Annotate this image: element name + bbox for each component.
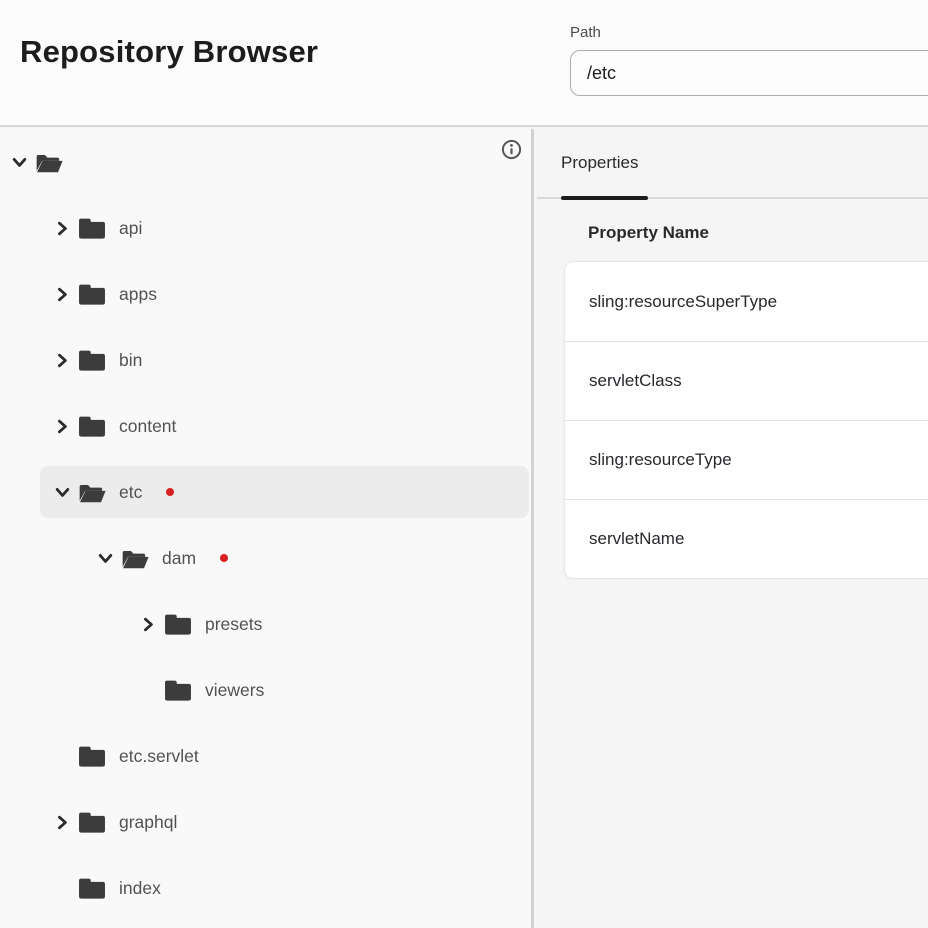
chevron-down-icon[interactable] — [98, 551, 120, 566]
tree-node-root[interactable] — [0, 129, 531, 195]
path-label: Path — [570, 24, 601, 41]
folder-icon — [77, 282, 107, 307]
tree-node-dam[interactable]: dam — [0, 525, 531, 591]
tree-node-label: etc — [119, 481, 143, 502]
folder-icon — [77, 810, 107, 835]
tree-node-index[interactable]: index — [0, 855, 531, 921]
folder-icon — [77, 876, 107, 901]
tree-node-api[interactable]: api — [0, 195, 531, 261]
chevron-right-icon[interactable] — [55, 221, 77, 236]
modified-dot — [220, 554, 229, 562]
folder-open-icon — [120, 546, 150, 571]
app-header: Repository Browser Path — [0, 0, 928, 127]
chevron-right-icon[interactable] — [55, 287, 77, 302]
tree-node-presets[interactable]: presets — [0, 591, 531, 657]
tree-node-viewers[interactable]: viewers — [0, 657, 531, 723]
folder-icon — [163, 612, 193, 637]
property-name-column-header: Property Name — [588, 223, 709, 242]
tree-node-label: viewers — [205, 679, 265, 700]
path-field-group: Path — [570, 24, 928, 96]
tree-node-label: api — [119, 217, 143, 238]
info-button[interactable] — [499, 137, 523, 161]
chevron-right-icon[interactable] — [55, 353, 77, 368]
folder-icon — [77, 414, 107, 439]
tree-node-etc[interactable]: etc — [0, 459, 531, 525]
tree-node-label: bin — [119, 349, 143, 370]
modified-dot — [166, 488, 175, 496]
tree-node-label: index — [119, 877, 161, 898]
info-icon — [501, 139, 522, 160]
tree-node-graphql[interactable]: graphql — [0, 789, 531, 855]
folder-icon — [77, 216, 107, 241]
property-row-sling-resourcesupertype[interactable]: sling:resourceSuperType — [589, 291, 778, 311]
repository-tree: api apps bin content etc dam presets vie… — [0, 129, 531, 921]
tree-node-apps[interactable]: apps — [0, 261, 531, 327]
property-row-servletname[interactable]: servletName — [565, 499, 928, 578]
tree-node-label: dam — [162, 547, 197, 568]
properties-tab-bar: Properties — [537, 129, 928, 200]
selected-row-highlight — [40, 466, 529, 518]
chevron-down-icon[interactable] — [12, 155, 34, 170]
chevron-right-icon[interactable] — [55, 815, 77, 830]
tab-properties[interactable]: Properties — [561, 153, 639, 172]
chevron-down-icon[interactable] — [55, 485, 77, 500]
folder-icon — [163, 678, 193, 703]
tree-node-bin[interactable]: bin — [0, 327, 531, 393]
path-input[interactable] — [570, 50, 928, 96]
properties-panel: Properties Property Name sling:resourceS… — [537, 129, 928, 928]
chevron-right-icon[interactable] — [55, 419, 77, 434]
tree-node-etc.servlet[interactable]: etc.servlet — [0, 723, 531, 789]
chevron-right-icon[interactable] — [141, 617, 163, 632]
tree-node-label: etc.servlet — [119, 745, 199, 766]
repository-tree-panel: api apps bin content etc dam presets vie… — [0, 129, 534, 928]
property-row-sling-resourcetype[interactable]: sling:resourceType — [565, 420, 928, 499]
folder-icon — [77, 744, 107, 769]
tree-node-content[interactable]: content — [0, 393, 531, 459]
tree-node-label: apps — [119, 283, 157, 304]
tree-node-label: presets — [205, 613, 263, 634]
folder-icon — [77, 348, 107, 373]
tab-indicator — [561, 196, 648, 200]
tree-node-label: graphql — [119, 811, 178, 832]
folder-open-icon — [77, 480, 107, 505]
folder-open-icon — [34, 150, 64, 175]
tree-node-label: content — [119, 415, 177, 436]
page-title: Repository Browser — [20, 34, 319, 69]
property-row-servletclass[interactable]: servletClass — [565, 341, 928, 420]
